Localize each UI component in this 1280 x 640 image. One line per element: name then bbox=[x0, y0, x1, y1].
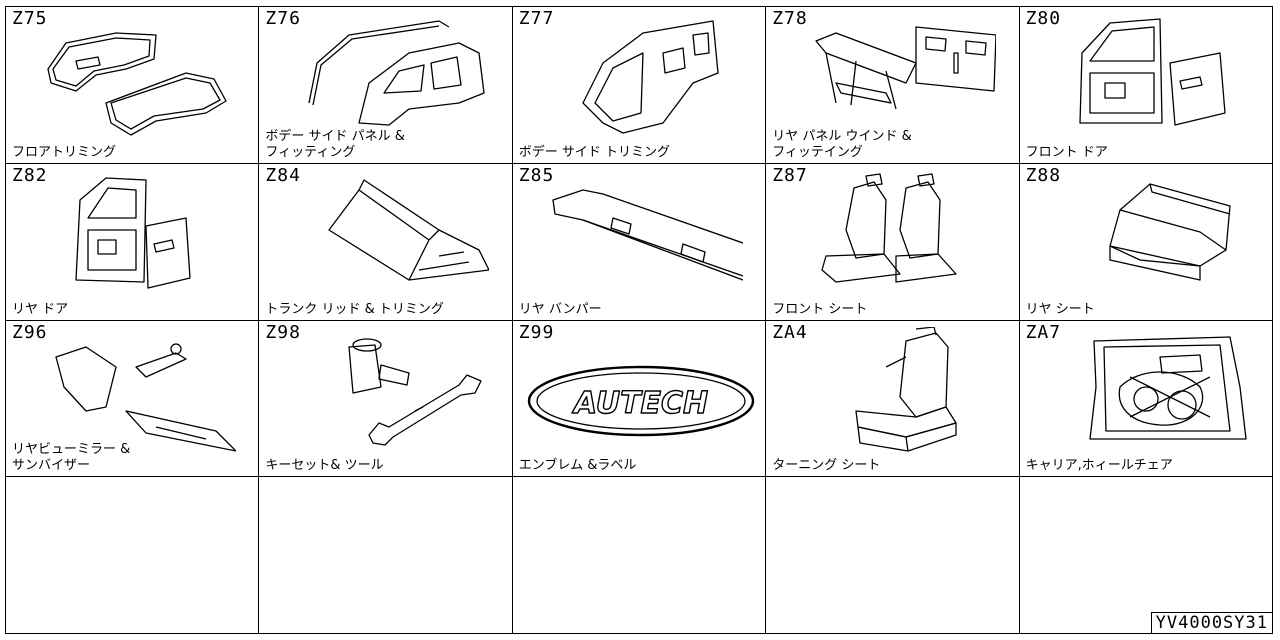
section-code: Z88 bbox=[1025, 164, 1062, 186]
cell-body-side-panel[interactable]: Z76 ボデー サイド パネル & フィッティング bbox=[259, 7, 513, 164]
empty-cell bbox=[1019, 477, 1273, 634]
front-seat-illustration bbox=[796, 170, 996, 298]
part-label: キャリア,ホィールチェア bbox=[1025, 458, 1173, 474]
cell-turning-seat[interactable]: ZA4 ターニング シート bbox=[766, 320, 1020, 478]
empty-cell bbox=[766, 477, 1020, 634]
section-code: Z78 bbox=[772, 8, 808, 29]
part-label: リヤ シート bbox=[1025, 301, 1095, 317]
section-code: Z76 bbox=[265, 8, 301, 29]
empty-cell bbox=[259, 477, 513, 634]
cell-emblem-label[interactable]: Z99 AUTECH エンブレム &ラベル bbox=[512, 320, 767, 478]
section-code: Z96 bbox=[12, 321, 48, 343]
cell-mirror-sunvisor[interactable]: Z96 リヤビューミラー & サンバイザー bbox=[6, 320, 260, 478]
part-label: リヤビューミラー & サンバイザー bbox=[12, 442, 131, 474]
part-label: キーセット& ツール bbox=[265, 458, 384, 474]
cell-rear-door[interactable]: Z82 リヤ ドア bbox=[6, 163, 260, 321]
cell-trunk-lid[interactable]: Z84 トランク リッド & トリミング bbox=[259, 163, 513, 321]
section-code: Z87 bbox=[772, 164, 808, 186]
floor-mat-illustration bbox=[36, 13, 236, 141]
part-label: エンブレム &ラベル bbox=[518, 458, 637, 474]
part-label: ボデー サイド パネル & フィッティング bbox=[265, 128, 405, 160]
part-label: フロント ドア bbox=[1025, 144, 1108, 160]
cell-floor-trimming[interactable]: Z75 フロアトリミング bbox=[6, 7, 260, 164]
emblem-text: AUTECH bbox=[572, 386, 708, 421]
part-label: ターニング シート bbox=[772, 458, 881, 474]
rear-panel-illustration bbox=[796, 13, 997, 141]
cell-rear-bumper[interactable]: Z85 リヤ バンパー bbox=[512, 163, 774, 321]
section-code: Z75 bbox=[12, 8, 48, 29]
part-label: トランク リッド & トリミング bbox=[265, 301, 444, 317]
part-label: リヤ バンパー bbox=[518, 301, 602, 317]
rear-seat-illustration bbox=[1050, 170, 1250, 298]
body-side-trimming-illustration bbox=[543, 13, 743, 141]
key-set-tools-illustration bbox=[289, 327, 489, 455]
section-code: Z82 bbox=[12, 164, 48, 186]
part-label: ボデー サイド トリミング bbox=[518, 144, 671, 160]
section-code: Z84 bbox=[265, 164, 301, 186]
wheelchair-carrier-illustration bbox=[1050, 327, 1250, 455]
part-label: リヤ パネル ウインド & フィッテイング bbox=[772, 128, 912, 160]
turning-seat-illustration bbox=[796, 325, 996, 455]
section-code: ZA4 bbox=[772, 321, 808, 343]
section-code: Z80 bbox=[1025, 8, 1062, 29]
empty-cell bbox=[512, 477, 767, 634]
part-label: フロアトリミング bbox=[12, 144, 117, 160]
front-door-illustration bbox=[1050, 13, 1250, 141]
cell-front-seat[interactable]: Z87 フロント シート bbox=[766, 163, 1020, 321]
mirror-sunvisor-illustration bbox=[36, 327, 237, 455]
cell-front-door[interactable]: Z80 フロント ドア bbox=[1019, 7, 1273, 164]
drawing-number: YV4000SY31 bbox=[1150, 612, 1272, 633]
cell-key-set-tools[interactable]: Z98 キーセット& ツール bbox=[259, 320, 513, 478]
section-code: Z85 bbox=[518, 164, 555, 186]
cell-wheelchair-carrier[interactable]: ZA7 キャリア,ホィールチェア bbox=[1019, 320, 1273, 478]
cell-rear-seat[interactable]: Z88 リヤ シート bbox=[1019, 163, 1273, 321]
empty-cell bbox=[6, 477, 260, 634]
body-side-panel-illustration bbox=[289, 13, 489, 141]
section-code: Z77 bbox=[518, 8, 555, 29]
section-code: Z98 bbox=[265, 321, 301, 343]
parts-index-grid: Z75 フロアトリミング Z76 ボデー サイド パネル & フィッティング bbox=[5, 6, 1273, 634]
rear-door-illustration bbox=[36, 170, 236, 298]
section-code: Z99 bbox=[518, 321, 555, 343]
emblem-illustration: AUTECH bbox=[527, 327, 755, 455]
cell-body-side-trimming[interactable]: Z77 ボデー サイド トリミング bbox=[512, 7, 767, 164]
trunk-lid-illustration bbox=[289, 170, 491, 298]
part-label: フロント シート bbox=[772, 301, 868, 317]
part-label: リヤ ドア bbox=[12, 301, 69, 317]
rear-bumper-illustration bbox=[543, 170, 774, 298]
section-code: ZA7 bbox=[1025, 321, 1062, 343]
cell-rear-panel-window[interactable]: Z78 リヤ パネル ウインド & フィッテイング bbox=[766, 7, 1020, 164]
